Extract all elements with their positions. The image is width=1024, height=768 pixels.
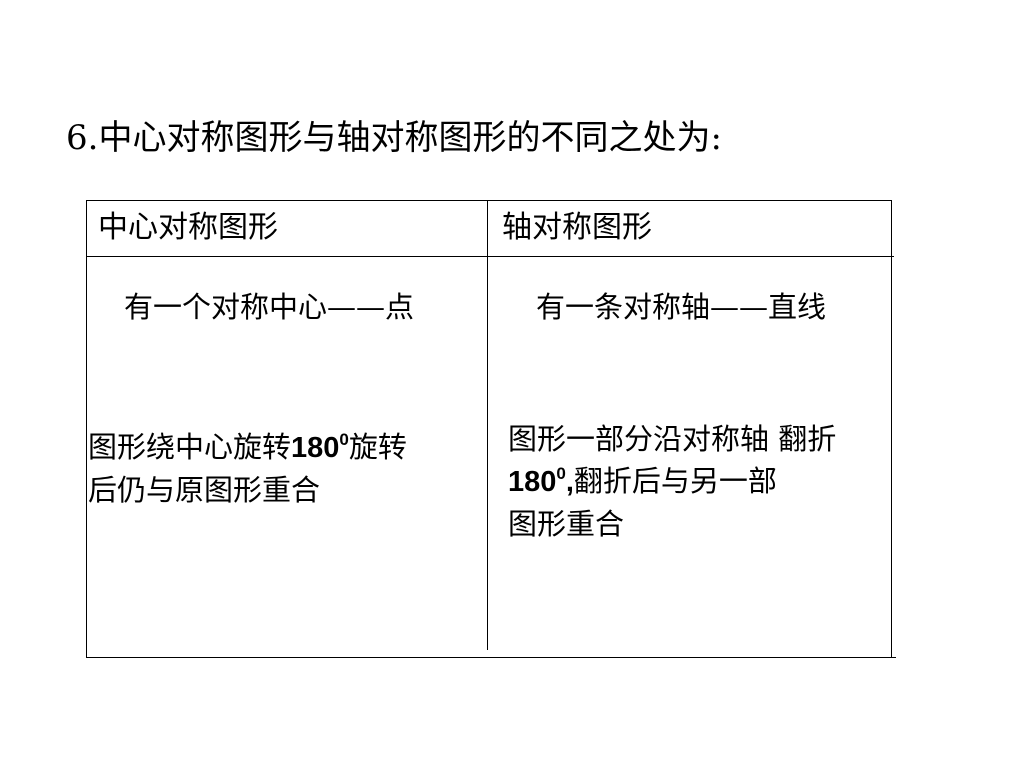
cell-axial-axis-line: 有一条对称轴——直线 — [536, 290, 827, 324]
central-rotation-line-1: 图形绕中心旋转1800旋转 — [88, 430, 407, 464]
cell-central-center-point: 有一个对称中心——点 — [124, 290, 415, 324]
table-bottom-border — [86, 657, 896, 658]
table-header-bottom-border — [86, 256, 894, 257]
central-rotation-line-2: 后仍与原图形重合 — [88, 473, 321, 507]
axial-fold-line-3: 图形重合 — [508, 507, 625, 541]
axial-fold-line-1: 图形一部分沿对称轴 翻折 — [508, 422, 837, 456]
table-top-border — [86, 200, 892, 201]
cell-central-rotation-description: 图形绕中心旋转1800旋转 后仍与原图形重合 — [88, 426, 407, 511]
table-middle-divider — [487, 200, 488, 650]
header-axial-symmetry: 轴对称图形 — [502, 210, 652, 245]
page-title: 6.中心对称图形与轴对称图形的不同之处为: — [66, 118, 722, 158]
table-right-border — [891, 200, 892, 658]
cell-axial-fold-description: 图形一部分沿对称轴 翻折 1800,翻折后与另一部 图形重合 — [508, 418, 836, 545]
axial-fold-line-2: 1800,翻折后与另一部 — [508, 464, 777, 498]
table-left-border — [86, 200, 87, 658]
header-central-symmetry: 中心对称图形 — [98, 210, 278, 245]
